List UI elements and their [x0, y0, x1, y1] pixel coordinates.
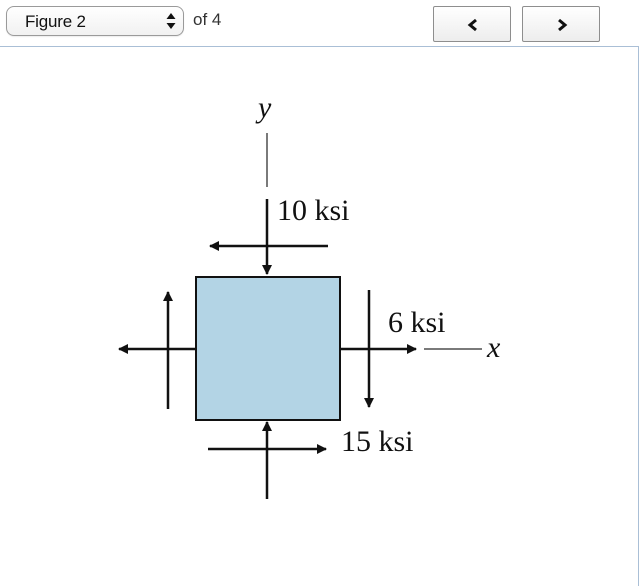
figure-select-value: Figure 2	[25, 12, 86, 31]
bottom-stress-label: 15 ksi	[341, 425, 414, 458]
figure-count-text: of 4	[193, 10, 222, 29]
x-axis-label: x	[486, 331, 501, 364]
figure-select[interactable]: Figure 2	[6, 6, 184, 36]
y-axis-label: y	[255, 91, 272, 124]
figure-frame: y x 10 ksi 6 ksi 15 ksi	[0, 46, 639, 586]
chevron-right-icon	[558, 18, 568, 32]
stress-element-square	[195, 276, 341, 421]
chevron-left-icon	[467, 18, 477, 32]
previous-figure-button[interactable]	[433, 6, 511, 42]
figure-toolbar: Figure 2 of 4	[0, 0, 644, 46]
next-figure-button[interactable]	[522, 6, 600, 42]
stress-element-diagram: y x 10 ksi 6 ksi 15 ksi	[118, 91, 501, 499]
right-stress-label: 6 ksi	[388, 306, 446, 339]
top-stress-label: 10 ksi	[277, 194, 350, 227]
up-down-arrows-icon	[166, 13, 176, 29]
